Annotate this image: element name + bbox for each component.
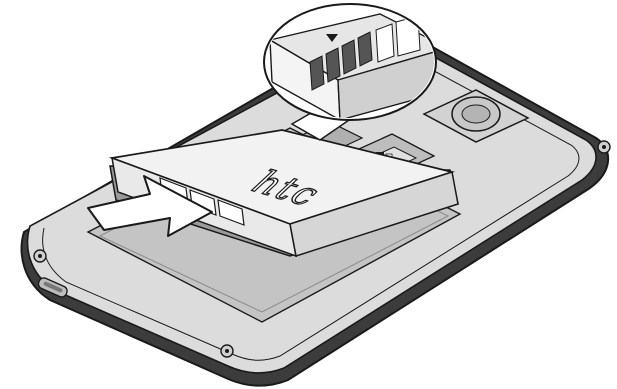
phone-diagram: htc (0, 0, 617, 389)
battery-insertion-illustration: htc (0, 0, 617, 389)
